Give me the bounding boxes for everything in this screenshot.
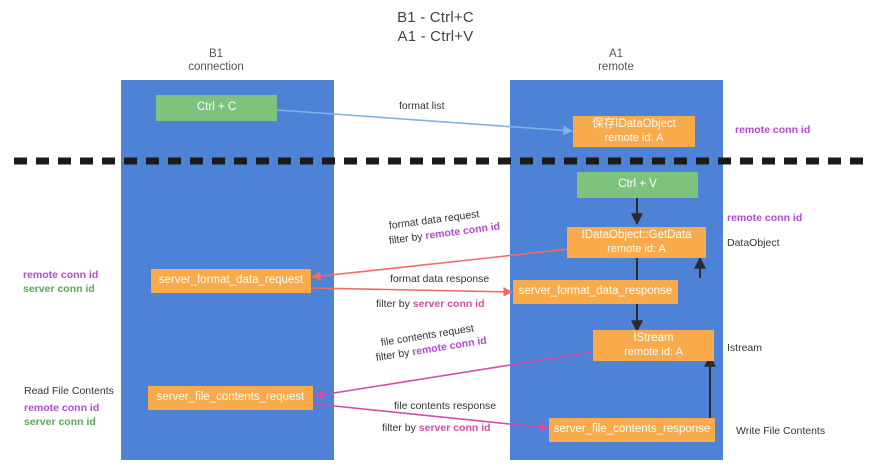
edge-label-format-data-response-filter: filter by server conn id <box>376 298 485 311</box>
node-istream-line1: IStream <box>633 332 674 344</box>
diagram-title-line1: B1 - Ctrl+C <box>397 9 474 26</box>
annotation-right-remote-conn-id-top: remote conn id <box>735 123 810 137</box>
node-istream-line2: remote id: A <box>624 345 683 358</box>
annotation-right-dataobject: DataObject <box>727 236 780 250</box>
node-server-file-contents-response[interactable]: server_file_contents_response <box>549 418 715 442</box>
annotation-right-write-file-contents: Write File Contents <box>736 424 825 438</box>
filter-value-server-conn-id: server conn id <box>418 422 491 434</box>
filter-prefix: filter by <box>388 230 427 247</box>
annotation-left-remote-conn-id: remote conn id <box>23 269 99 281</box>
annotation-right-istream: Istream <box>727 341 762 355</box>
filter-prefix: filter by <box>382 422 419 434</box>
annotation-text: Istream <box>727 342 763 354</box>
annotation-text: remote conn id <box>727 212 803 224</box>
column-header-a1-name: A1 <box>608 48 624 60</box>
annotation-text: Read File Contents <box>24 385 114 397</box>
arrow-file-contents-request <box>314 351 593 400</box>
node-server-format-data-response[interactable]: server_format_data_response <box>513 280 678 304</box>
node-getdata-line1: IDataObject::GetData <box>581 229 692 241</box>
annotation-left-conn-ids: remote conn id server conn id <box>23 268 98 296</box>
annotation-left-server-conn-id: server conn id <box>23 283 95 295</box>
node-idataobject-getdata[interactable]: IDataObject::GetData remote id: A <box>567 227 706 258</box>
edge-label-file-contents-response: file contents response <box>394 400 497 412</box>
edge-label-format-list: format list <box>399 100 445 112</box>
diagram-title-line2: A1 - Ctrl+V <box>397 28 474 45</box>
arrow-format-list <box>276 109 573 136</box>
column-header-a1: A1 remote <box>536 48 696 74</box>
filter-prefix: filter by <box>374 346 414 364</box>
edge-label-format-data-response: format data response <box>390 273 490 285</box>
annotation-text: remote conn id <box>735 124 811 136</box>
column-header-a1-sub: remote <box>598 61 634 73</box>
node-ctrl-v[interactable]: Ctrl + V <box>577 172 698 198</box>
column-header-b1-sub: connection <box>188 61 244 73</box>
node-istream[interactable]: IStream remote id: A <box>593 330 714 361</box>
filter-value-server-conn-id: server conn id <box>412 298 485 310</box>
annotation-text: DataObject <box>727 237 780 249</box>
column-header-b1: B1 connection <box>136 48 296 74</box>
annotation-left-bottom-remote-conn-id: remote conn id <box>24 402 100 414</box>
annotation-right-remote-conn-id-mid: remote conn id <box>727 211 802 225</box>
annotation-text: Write File Contents <box>736 425 826 437</box>
annotation-left-bottom-server-conn-id: server conn id <box>24 416 96 428</box>
node-save-idataobject-line1: 保存IDataObject <box>592 118 676 130</box>
node-server-format-data-request[interactable]: server_format_data_request <box>151 269 311 293</box>
node-save-idataobject[interactable]: 保存IDataObject remote id: A <box>573 116 695 147</box>
annotation-left-read-file-contents: Read File Contents <box>24 384 114 398</box>
arrow-format-data-response <box>311 287 513 297</box>
node-ctrl-c[interactable]: Ctrl + C <box>156 95 277 121</box>
filter-prefix: filter by <box>376 298 413 310</box>
annotation-left-bottom-conn-ids: remote conn id server conn id <box>24 401 99 429</box>
column-header-b1-name: B1 <box>208 48 224 60</box>
node-save-idataobject-line2: remote id: A <box>604 131 664 144</box>
node-server-file-contents-request[interactable]: server_file_contents_request <box>148 386 313 410</box>
edge-label-file-contents-response-filter: filter by server conn id <box>382 422 491 435</box>
node-getdata-line2: remote id: A <box>607 242 666 255</box>
